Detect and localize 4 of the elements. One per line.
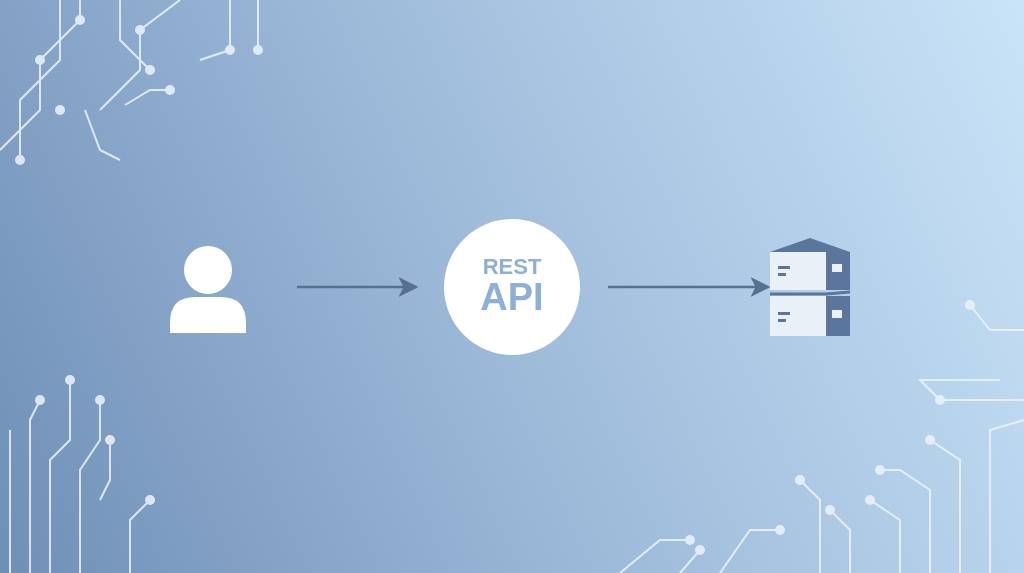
- circle-label: REST: [482, 256, 542, 279]
- circle-title: API: [480, 278, 544, 318]
- arrow: [297, 277, 419, 297]
- arrow: [608, 277, 771, 297]
